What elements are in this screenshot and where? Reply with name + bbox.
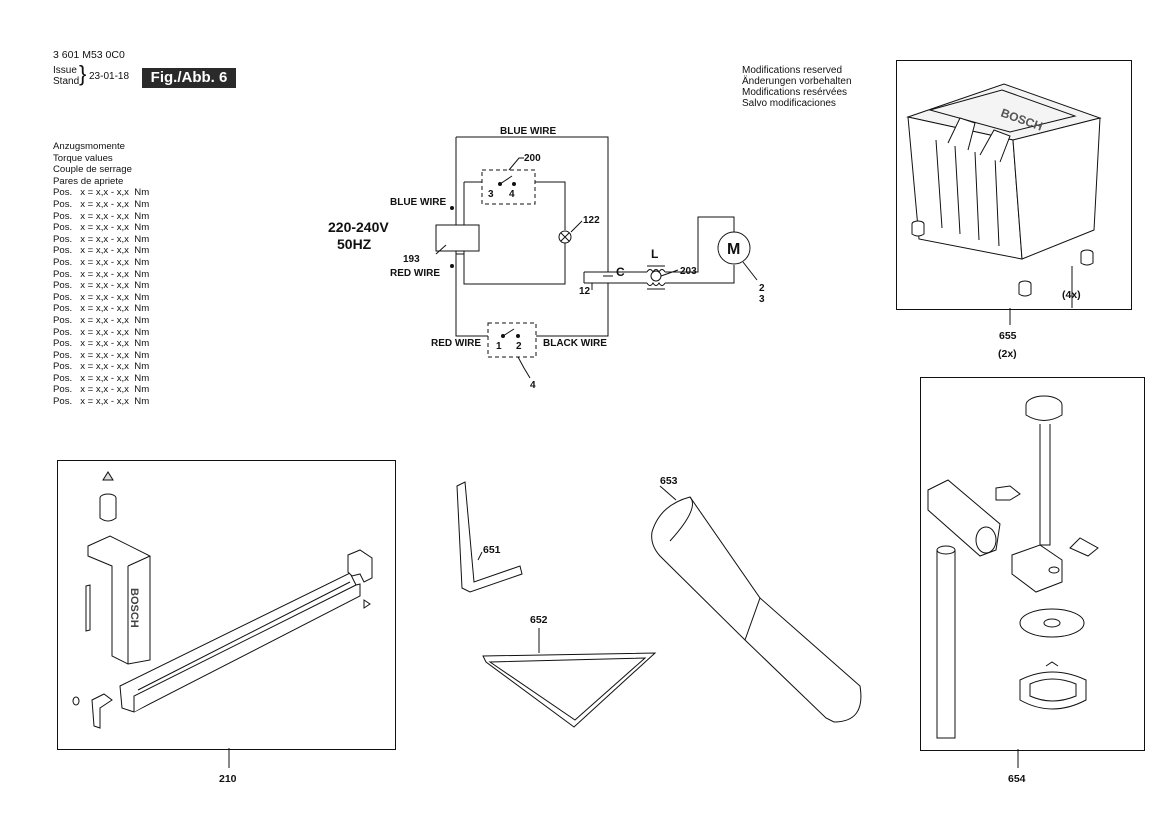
torque-row: Pos. x = x,x - x,x Nm xyxy=(53,187,150,199)
capacitor-label: C xyxy=(616,265,625,279)
switch-terminal-1: 1 xyxy=(496,341,502,352)
torque-row: Pos. x = x,x - x,x Nm xyxy=(53,384,150,396)
torque-title: Pares de apriete xyxy=(53,175,124,187)
torque-row: Pos. x = x,x - x,x Nm xyxy=(53,280,150,292)
motor-symbol: M xyxy=(727,241,740,258)
ref-3: 3 xyxy=(759,294,765,305)
ref-2: 2 xyxy=(759,283,765,294)
label-red-wire-bottom: RED WIRE xyxy=(431,338,481,349)
modifications-es: Salvo modificaciones xyxy=(742,98,836,109)
torque-row: Pos. x = x,x - x,x Nm xyxy=(53,210,150,222)
torque-row: Pos. x = x,x - x,x Nm xyxy=(53,303,150,315)
torque-row: Pos. x = x,x - x,x Nm xyxy=(53,198,150,210)
ref-4: 4 xyxy=(530,380,536,391)
part-number: 3 601 M53 0C0 xyxy=(53,49,125,61)
torque-row: Pos. x = x,x - x,x Nm xyxy=(53,361,150,373)
voltage-label: 220-240V xyxy=(328,219,389,235)
label-blue-wire-top: BLUE WIRE xyxy=(500,126,556,137)
ref-12: 12 xyxy=(579,286,591,297)
inductor-label: L xyxy=(651,247,658,261)
issue-date: 23-01-18 xyxy=(89,71,130,82)
torque-row: Pos. x = x,x - x,x Nm xyxy=(53,245,150,257)
stand-label: Stand xyxy=(53,76,80,87)
part-210-guide xyxy=(72,471,373,768)
torque-row: Pos. x = x,x - x,x Nm xyxy=(53,338,150,350)
part-652-triangle xyxy=(482,628,657,728)
frequency-label: 50HZ xyxy=(337,236,372,252)
part-655-cover xyxy=(906,83,1102,325)
torque-row: Pos. x = x,x - x,x Nm xyxy=(53,291,150,303)
label-210: 210 xyxy=(219,773,237,785)
label-blue-wire-left: BLUE WIRE xyxy=(390,197,446,208)
torque-row: Pos. x = x,x - x,x Nm xyxy=(53,326,150,338)
modifications-fr: Modifications resérvées xyxy=(742,87,848,98)
wire-blue-top xyxy=(456,136,609,272)
label-652: 652 xyxy=(530,614,548,626)
wire-left-loop xyxy=(455,137,488,337)
part-654-assembly xyxy=(927,395,1099,768)
torque-row: Pos. x = x,x - x,x Nm xyxy=(53,372,150,384)
torque-row: Pos. x = x,x - x,x Nm xyxy=(53,222,150,234)
label-red-wire-left: RED WIRE xyxy=(390,268,440,279)
torque-row: Pos. x = x,x - x,x Nm xyxy=(53,268,150,280)
label-651: 651 xyxy=(483,544,501,556)
figure-label: Fig./Abb. 6 xyxy=(142,68,236,88)
torque-title: Torque values xyxy=(53,152,113,164)
modifications-de: Änderungen vorbehalten xyxy=(742,76,852,87)
label-655-screw-qty: (4x) xyxy=(1062,289,1081,301)
wire-black-bottom xyxy=(536,283,609,337)
torque-row: Pos. x = x,x - x,x Nm xyxy=(53,233,150,245)
ref-200: 200 xyxy=(524,153,541,164)
brand-logo-guide: BOSCH xyxy=(128,588,140,628)
ref-122: 122 xyxy=(583,215,600,226)
brace: } xyxy=(79,61,87,86)
label-654: 654 xyxy=(1008,773,1026,785)
switch-terminal-2: 2 xyxy=(516,341,522,352)
torque-row: Pos. x = x,x - x,x Nm xyxy=(53,349,150,361)
issue-label: Issue xyxy=(53,65,77,76)
part-653-nozzle xyxy=(651,485,862,723)
modifications-en: Modifications reserved xyxy=(742,65,843,76)
label-black-wire: BLACK WIRE xyxy=(543,338,607,349)
switch-terminal-4: 4 xyxy=(509,189,515,200)
part-651-hex-key xyxy=(456,481,523,593)
torque-row: Pos. x = x,x - x,x Nm xyxy=(53,256,150,268)
torque-row: Pos. x = x,x - x,x Nm xyxy=(53,314,150,326)
torque-title: Anzugsmomente xyxy=(53,141,125,152)
ref-203: 203 xyxy=(680,266,697,277)
torque-title: Couple de serrage xyxy=(53,164,132,176)
switch-terminal-3: 3 xyxy=(488,189,494,200)
ref-193: 193 xyxy=(403,254,420,265)
torque-row: Pos. x = x,x - x,x Nm xyxy=(53,396,150,408)
label-653: 653 xyxy=(660,475,678,487)
label-655-qty: (2x) xyxy=(998,348,1017,360)
label-655: 655 xyxy=(999,330,1017,342)
